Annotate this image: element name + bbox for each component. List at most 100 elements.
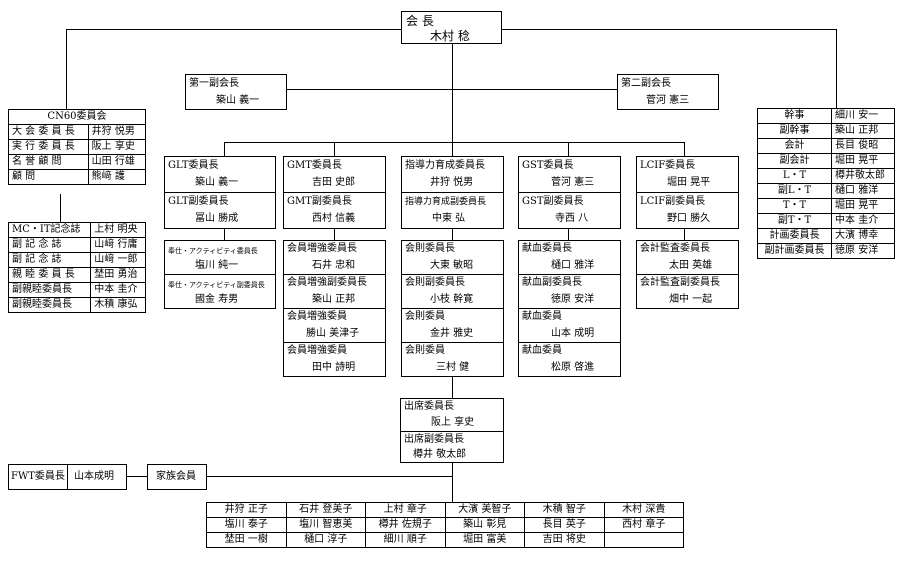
bylaws-cell: 会則委員 金井 雅史 bbox=[401, 308, 504, 343]
role-label: 出席委員長 bbox=[404, 401, 454, 412]
role-label: 会員増強委員長 bbox=[287, 243, 357, 254]
member-name: 徳原 安洋 bbox=[551, 294, 595, 305]
connector bbox=[206, 476, 452, 477]
blood-cell: 献血委員 山本 成明 bbox=[518, 308, 621, 343]
lcif-chair-cell: LCIF委員長 堀田 晃平 bbox=[636, 156, 739, 193]
role-label: 会員増強委員 bbox=[287, 311, 347, 322]
family-member: 長目 英子 bbox=[524, 517, 605, 533]
role-label: 献血委員 bbox=[522, 311, 562, 322]
role-label: 指導力育成委員長 bbox=[405, 160, 485, 171]
role-label: 会計監査委員長 bbox=[640, 243, 710, 254]
gmt-chair-cell: GMT委員長 吉田 史郎 bbox=[283, 156, 386, 193]
role-label: 会則副委員長 bbox=[405, 277, 465, 288]
mcit-role: 副親睦委員長 bbox=[7, 282, 92, 298]
role-label: 奉仕・アクティビティ副委員長 bbox=[168, 281, 265, 289]
member-name: 小枝 幹寛 bbox=[430, 294, 474, 305]
family-label: 家族会員 bbox=[156, 471, 196, 482]
bylaws-cell: 会則委員 三村 健 bbox=[401, 342, 504, 377]
member-name: 勝山 美津子 bbox=[306, 328, 360, 339]
family-member: 樽井 佐規子 bbox=[365, 517, 446, 533]
role-label: 会則委員長 bbox=[405, 243, 455, 254]
member-name: 中東 弘 bbox=[432, 213, 466, 224]
glt-vice-cell: GLT副委員長 冨山 勝成 bbox=[164, 192, 276, 229]
family-member: 上村 章子 bbox=[365, 502, 446, 518]
officer-role: 会計 bbox=[756, 138, 833, 154]
gmt-vice-cell: GMT副委員長 西村 信義 bbox=[283, 192, 386, 229]
membership-cell: 会員増強委員長 石井 忠和 bbox=[283, 240, 386, 275]
member-name: 大東 敏昭 bbox=[430, 260, 474, 271]
attendance-vice-cell: 出席副委員長 樽井 敬太郎 bbox=[400, 431, 504, 463]
connector bbox=[60, 194, 61, 222]
president-role: 会 長 bbox=[406, 14, 434, 28]
officer-role: L・T bbox=[756, 168, 833, 184]
officer-role: 副計画委員長 bbox=[756, 243, 833, 259]
vp2-name: 菅河 憲三 bbox=[646, 95, 690, 106]
blood-cell: 献血委員長 樋口 雅洋 bbox=[518, 240, 621, 275]
glt-chair-cell: GLT委員長 築山 義一 bbox=[164, 156, 276, 193]
mcit-role: 副親睦委員長 bbox=[7, 297, 92, 313]
officer-role: 副会計 bbox=[756, 153, 833, 169]
cn60-role: 顧 問 bbox=[8, 169, 89, 185]
vp2-role: 第二副会長 bbox=[621, 78, 671, 89]
family-member: 樋口 淳子 bbox=[285, 532, 366, 548]
connector bbox=[66, 29, 67, 109]
mcit-name: 木積 康弘 bbox=[90, 297, 146, 313]
connector bbox=[836, 29, 837, 109]
vp1-role: 第一副会長 bbox=[189, 78, 239, 89]
role-label: LCIF副委員長 bbox=[640, 196, 706, 207]
cn60-name: 熊﨑 護 bbox=[87, 169, 147, 185]
bylaws-cell: 会則委員長 大東 敏昭 bbox=[401, 240, 504, 275]
family-member: 木積 智子 bbox=[524, 502, 605, 518]
role-label: 会則委員 bbox=[405, 345, 445, 356]
role-label: GST副委員長 bbox=[522, 196, 584, 207]
cn60-name: 阪上 享史 bbox=[87, 139, 147, 155]
cn60-role: 大 会 委 員 長 bbox=[8, 124, 89, 140]
member-name: 樽井 敬太郎 bbox=[413, 449, 467, 460]
gst-chair-cell: GST委員長 菅河 憲三 bbox=[518, 156, 621, 193]
family-member: 石井 登美子 bbox=[285, 502, 366, 518]
family-member: 井狩 正子 bbox=[206, 502, 287, 518]
connector bbox=[452, 462, 453, 502]
family-member: 堀田 富美 bbox=[444, 532, 525, 548]
member-name: 寺西 八 bbox=[555, 213, 589, 224]
mcit-name: 埜田 勇治 bbox=[90, 267, 146, 283]
role-label: GLT委員長 bbox=[168, 160, 219, 171]
officer-name: 徳原 安洋 bbox=[831, 243, 895, 259]
member-name: 井狩 悦男 bbox=[430, 177, 474, 188]
fwt-name-cell: 山本成明 bbox=[67, 464, 127, 490]
leadership-chair-cell: 指導力育成委員長 井狩 悦男 bbox=[401, 156, 504, 193]
member-name: 三村 健 bbox=[436, 362, 470, 373]
vp2-box: 第二副会長 菅河 憲三 bbox=[617, 74, 719, 110]
role-label: FWT委員長 bbox=[11, 471, 65, 482]
officer-name: 大濱 博幸 bbox=[831, 228, 895, 244]
connector bbox=[126, 476, 148, 477]
cn60-table: CN60委員会 大 会 委 員 長井狩 悦男 実 行 委 員 長阪上 享史 名 … bbox=[8, 109, 147, 185]
family-member: 築山 彰見 bbox=[444, 517, 525, 533]
family-member: 埜田 一樹 bbox=[206, 532, 287, 548]
role-label: 会員増強委員 bbox=[287, 345, 347, 356]
officer-role: 副幹事 bbox=[756, 123, 833, 139]
connector bbox=[334, 142, 335, 156]
officer-name: 長目 俊昭 bbox=[831, 138, 895, 154]
role-label: 奉仕・アクティビティ委員長 bbox=[168, 247, 258, 255]
role-label: 会員増強副委員長 bbox=[287, 277, 367, 288]
role-label: 指導力育成副委員長 bbox=[405, 197, 487, 207]
member-name: 築山 義一 bbox=[195, 177, 239, 188]
mcit-name: 山﨑 行庸 bbox=[90, 237, 146, 253]
role-label: 出席副委員長 bbox=[404, 434, 464, 445]
president-name: 木村 稔 bbox=[430, 29, 470, 43]
cn60-title: CN60委員会 bbox=[8, 109, 146, 125]
member-name: 山本 成明 bbox=[551, 328, 595, 339]
membership-cell: 会員増強副委員長 築山 正邦 bbox=[283, 274, 386, 309]
officer-name: 堀田 晃平 bbox=[831, 153, 895, 169]
member-name: 畑中 一起 bbox=[669, 294, 713, 305]
member-name: 西村 信義 bbox=[312, 213, 356, 224]
mcit-role: MC・IT記念誌 bbox=[7, 222, 92, 238]
officer-role: T・T bbox=[756, 198, 833, 214]
member-name: 阪上 享史 bbox=[431, 417, 475, 428]
family-members-box: 家族会員 bbox=[147, 464, 207, 490]
service-vice-cell: 奉仕・アクティビティ副委員長 國金 寿男 bbox=[164, 274, 276, 309]
family-member: 木村 深貴 bbox=[603, 502, 684, 518]
connector bbox=[568, 142, 569, 156]
